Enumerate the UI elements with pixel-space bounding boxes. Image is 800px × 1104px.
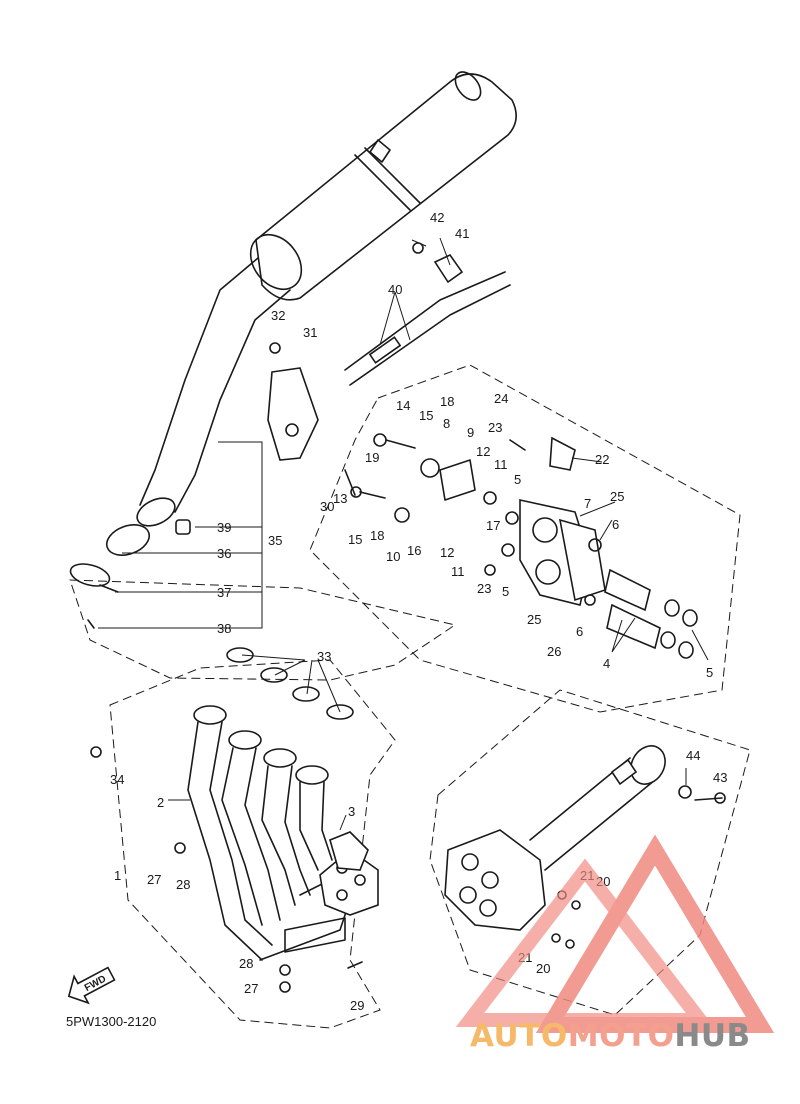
gaskets-33 [226,647,354,720]
callout-25a: 25 [610,489,624,504]
group-outlines [69,364,751,1029]
watermark-brand: AUTOMOTOHUB [470,1018,795,1062]
valve-assembly-group-outline [309,364,741,713]
muffler-clamp-group-outline [69,579,457,681]
valve-assembly [344,433,698,659]
callout-13: 13 [333,491,347,506]
watermark-moto: MOTO [567,1018,675,1054]
callout-37: 37 [217,585,231,600]
callout-38: 38 [217,621,231,636]
callout-23a: 23 [488,420,502,435]
callout-15b: 15 [348,532,362,547]
callout-11b: 11 [451,564,465,579]
callout-23b: 23 [477,581,491,596]
callout-6b: 6 [576,624,583,639]
header-group-outline [109,659,396,1029]
callout-12b: 12 [440,545,454,560]
callout-32: 32 [271,308,285,323]
collector [444,745,666,931]
callout-5c: 5 [706,665,713,680]
callout-35: 35 [268,533,282,548]
callout-9: 9 [467,425,474,440]
callout-16: 16 [407,543,421,558]
callout-44: 44 [686,748,700,763]
callout-39: 39 [217,520,231,535]
callout-12a: 12 [476,444,490,459]
callout-5b: 5 [502,584,509,599]
callout-11a: 11 [494,457,508,472]
hardware [90,746,726,993]
fwd-label: FWD [83,974,108,994]
callout-25b: 25 [527,612,541,627]
callout-33: 33 [317,649,331,664]
callout-31: 31 [303,325,317,340]
diagram-code: 5PW1300-2120 [66,1014,157,1029]
callout-15a: 15 [419,408,433,423]
callout-40: 40 [388,282,402,297]
callout-1: 1 [114,868,121,883]
callout-28a: 28 [176,877,190,892]
callout-18b: 18 [370,528,384,543]
callout-3: 3 [348,804,355,819]
callout-5a: 5 [514,472,521,487]
callout-42: 42 [430,210,444,225]
callout-20b: 20 [536,961,550,976]
callout-34: 34 [110,772,124,787]
callout-41: 41 [455,226,469,241]
muffler-joint [69,497,191,629]
callout-2: 2 [157,795,164,810]
callout-43: 43 [713,770,727,785]
watermark-hub: HUB [674,1018,751,1054]
callout-22: 22 [595,452,609,467]
callout-10: 10 [386,549,400,564]
callout-27b: 27 [244,981,258,996]
callout-18a: 18 [440,394,454,409]
leader-lines [98,237,709,831]
callout-14: 14 [396,398,410,413]
callout-29: 29 [350,998,364,1013]
callout-27a: 27 [147,872,161,887]
callout-17: 17 [486,518,500,533]
exhaust-header [187,705,379,961]
callout-30: 30 [320,499,334,514]
callout-8: 8 [443,416,450,431]
muffler [139,71,517,513]
watermark-triangle-icon [455,834,775,1033]
callout-6a: 6 [612,517,619,532]
callout-26: 26 [547,644,561,659]
fwd-arrow-icon: FWD [67,966,116,1005]
bracket-31 [267,342,319,461]
callout-4: 4 [603,656,610,671]
callout-28b: 28 [239,956,253,971]
callout-36: 36 [217,546,231,561]
cables-40 [344,242,511,386]
callout-19: 19 [365,450,379,465]
watermark-auto: AUTO [470,1018,568,1054]
callout-7: 7 [584,496,591,511]
callout-numbers: 1 2 3 4 5 5 5 6 6 7 8 9 10 11 11 12 12 1… [110,210,727,1013]
callout-24: 24 [494,391,508,406]
